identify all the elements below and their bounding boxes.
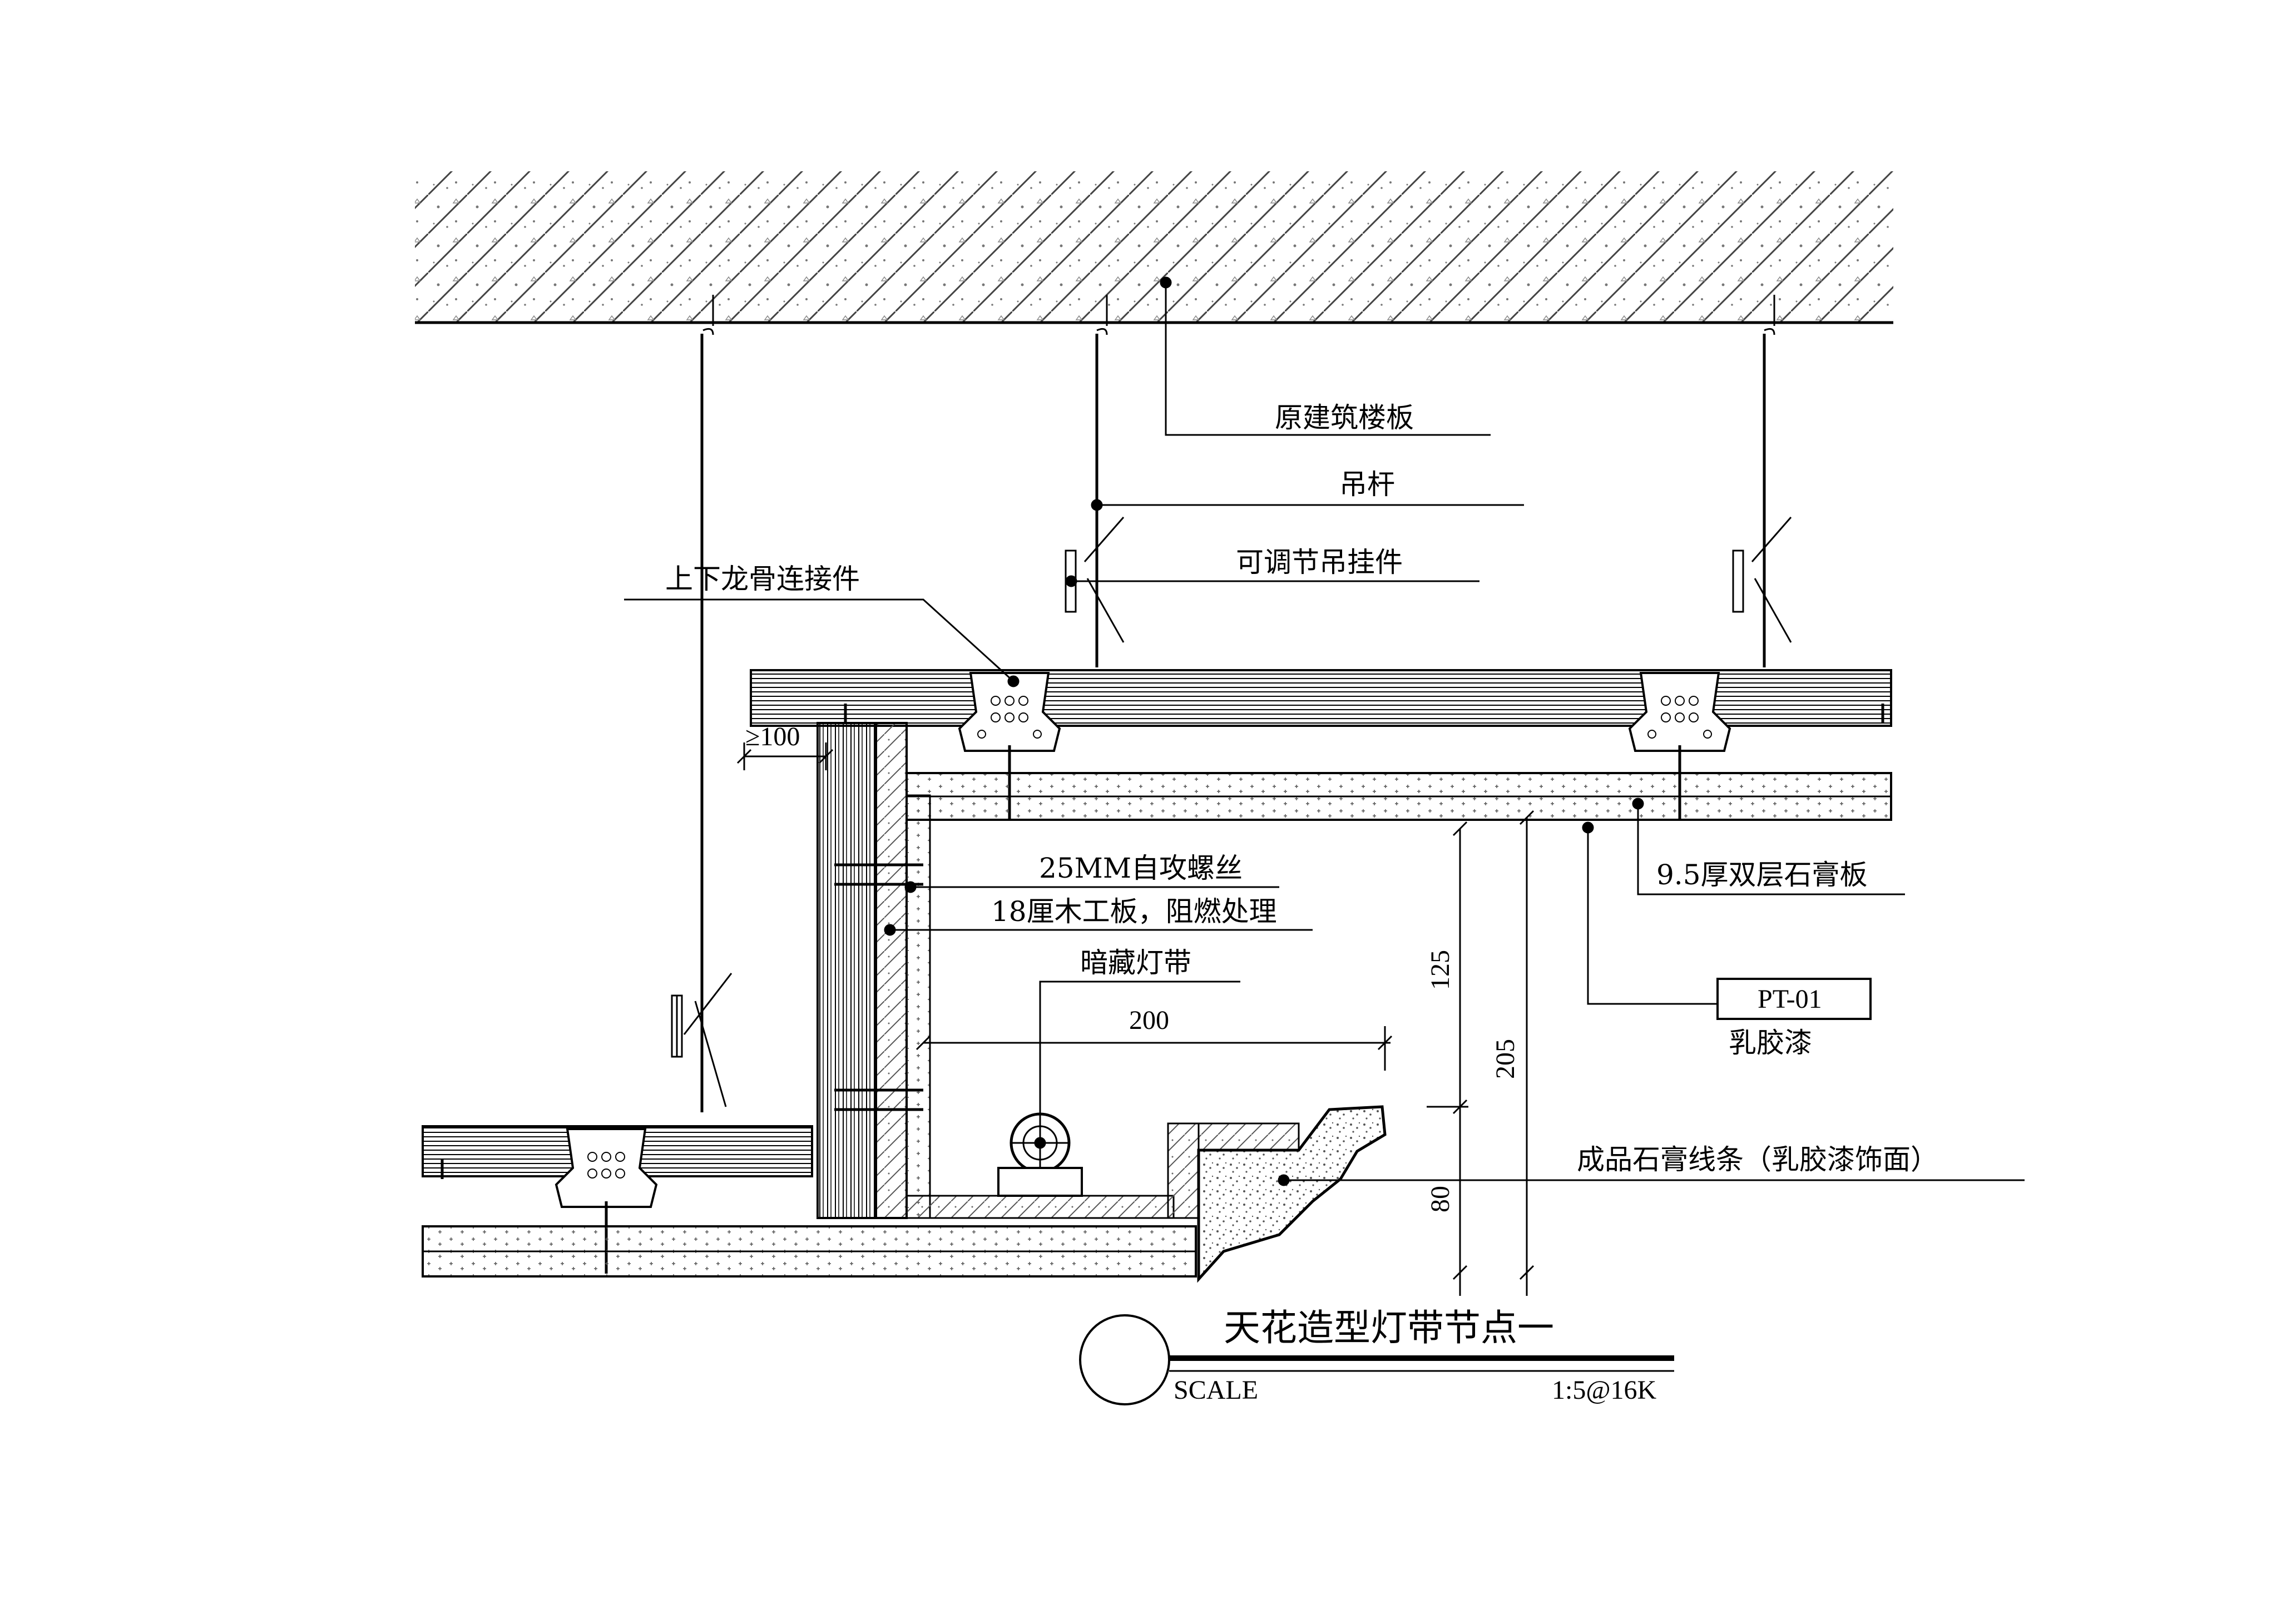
drawing-title: 天花造型灯带节点一 bbox=[1224, 1306, 1554, 1349]
lower-keel bbox=[422, 1125, 813, 1274]
label-keel-connector: 上下龙骨连接件 bbox=[665, 563, 860, 595]
scale-label: SCALE bbox=[1174, 1375, 1258, 1405]
label-floor-slab: 原建筑楼板 bbox=[1275, 402, 1414, 434]
label-dim-100: ≥100 bbox=[745, 722, 800, 751]
detail-reference-circle bbox=[1079, 1314, 1170, 1405]
label-wood-board: 18厘木工板，阻燃处理 bbox=[991, 895, 1277, 928]
lower-gypsum-board bbox=[422, 1225, 1197, 1278]
label-dim-205: 205 bbox=[1491, 1039, 1520, 1079]
label-screw: 25MM自攻螺丝 bbox=[1039, 852, 1243, 884]
paint-code-box bbox=[1716, 978, 1872, 1020]
label-hidden-light: 暗藏灯带 bbox=[1080, 947, 1191, 979]
leader-lines bbox=[624, 276, 2025, 1186]
trough-bottom bbox=[905, 1122, 1300, 1219]
vertical-wood-board bbox=[817, 722, 931, 1219]
scale-value: 1:5@16K bbox=[1552, 1375, 1657, 1405]
label-paint-name: 乳胶漆 bbox=[1729, 1027, 1812, 1059]
label-dim-80: 80 bbox=[1426, 1186, 1455, 1212]
label-gypsum-board: 9.5厚双层石膏板 bbox=[1656, 859, 1868, 891]
label-dim-200: 200 bbox=[1129, 1006, 1169, 1035]
label-adjustable-hanger: 可调节吊挂件 bbox=[1236, 546, 1403, 578]
dimension-lines bbox=[736, 742, 1535, 1296]
plaster-cornice bbox=[1197, 1105, 1387, 1283]
floor-slab bbox=[415, 171, 1893, 324]
upper-gypsum-board bbox=[905, 772, 1892, 821]
label-paint-code: PT-01 bbox=[1758, 984, 1822, 1014]
label-dim-125: 125 bbox=[1426, 950, 1455, 990]
label-hanger-rod: 吊杆 bbox=[1339, 468, 1395, 501]
upper-keel bbox=[750, 669, 1892, 820]
label-cornice: 成品石膏线条（乳胶漆饰面） bbox=[1577, 1143, 1938, 1176]
title-block: 天花造型灯带节点一 SCALE 1:5@16K bbox=[1079, 1306, 1674, 1405]
led-strip-light bbox=[997, 1112, 1083, 1197]
